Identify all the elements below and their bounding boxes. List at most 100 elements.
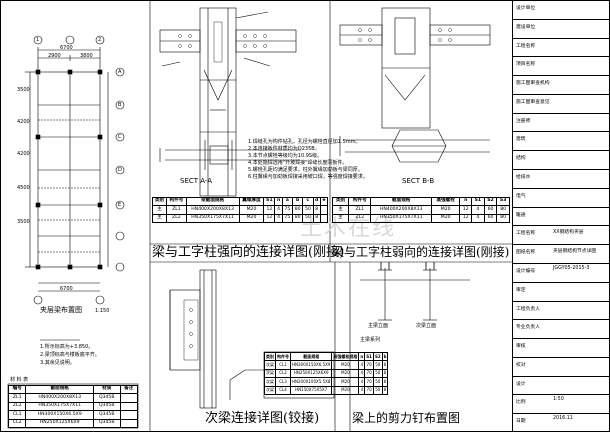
table-cell: 50 — [372, 368, 383, 379]
table-cell: 50 — [302, 205, 314, 215]
table-cell: ZL1 — [348, 205, 372, 215]
table-cell: ZL2 — [166, 213, 187, 224]
title-block-value: 2016.11 — [553, 416, 573, 422]
title-block-row: 工程负责人 — [513, 300, 610, 321]
header-cell: S1 — [364, 351, 374, 362]
title-block-label: 设计编号 — [516, 268, 536, 274]
table-row: 编号 截面规格 材质 备注 — [7, 384, 138, 395]
table-cell: 8 — [381, 385, 389, 395]
title-block-value: JGGY05-2015-3 — [553, 265, 590, 271]
table-cell: 4 — [471, 213, 485, 224]
table-cell: ZL2 — [7, 401, 27, 412]
table-row: ZL1 HN400X200X8X13 Q345B — [7, 393, 138, 403]
table-row: 主 ZL2 HN350X175X7X11 M20 12 4 75 80 50 8 — [151, 213, 329, 224]
title-block-value: 1:50 — [553, 397, 564, 403]
plan-side-3: 4200 — [17, 151, 30, 157]
title-block-row: 施工图审查机构 — [513, 75, 610, 95]
table-cell: 70 — [364, 377, 374, 387]
material-table-title: 材 料 表 — [10, 377, 29, 383]
table-cell: 次梁 — [264, 377, 276, 387]
header-cell: 构件号 — [348, 196, 372, 207]
title-block-label: 暖通 — [516, 212, 526, 218]
title-block-row: 设计 — [513, 375, 610, 396]
table-row: ZL2 HN350X175X7X11 Q345B — [7, 401, 138, 412]
table-cell: CL4 — [275, 385, 291, 395]
table-cell: 主 — [331, 205, 350, 215]
table-cell: CL1 — [7, 410, 27, 420]
shear-label-series: 主梁系列 — [360, 337, 381, 343]
table-cell: HN250X125X6X9 — [289, 368, 333, 379]
grid-bubble-a: A — [118, 69, 122, 75]
table-cell: 80 — [291, 213, 304, 224]
title-block-label: 施工图审查机构 — [516, 81, 550, 87]
header-cell: 备注 — [119, 384, 138, 395]
table-row: 类别 构件号 截面规格 高强螺栓 n S1 S2 S3 — [331, 196, 510, 207]
weak-axis-title: 梁与工字柱弱向的连接详图(刚接) — [332, 245, 510, 259]
title-block-row: 设计编号 — [513, 262, 610, 283]
table-cell: HN250X125X6X9 — [25, 418, 94, 428]
strong-axis-title: 梁与工字柱强向的连接详图(刚接) — [152, 245, 345, 260]
table-cell: CL2 — [7, 418, 27, 428]
plan-side-4: 4500 — [17, 185, 30, 191]
table-cell: Q345B — [92, 393, 121, 403]
table-cell: ZL1 — [166, 205, 187, 215]
table-row: 次梁 CL4 HN150X75X5X7 M20 4 70 50 8 — [264, 385, 389, 395]
title-block-label: 比例 — [516, 400, 526, 406]
header-cell: b — [291, 196, 304, 207]
material-table: 编号 截面规格 材质 备注 ZL1 HN400X200X8X13 Q345B Z… — [7, 384, 138, 428]
table-cell — [319, 213, 329, 224]
title-block-row: 给排水 — [513, 169, 610, 189]
header-cell: 截面规格 — [370, 196, 432, 207]
header-cell: S1 — [263, 196, 276, 207]
table-cell: 主 — [331, 213, 350, 224]
title-block-label: 电气 — [516, 193, 526, 199]
table-cell: 8 — [381, 377, 389, 387]
header-cell: 类别 — [151, 196, 168, 207]
title-block-label: 日期 — [516, 419, 526, 425]
table-cell: 80 — [496, 205, 510, 215]
title-block-row: 设计单位 — [513, 0, 610, 20]
table-cell: HN300X150X6.5X9 — [25, 410, 94, 420]
strong-connection-table: 类别 构件号 梁截面规格 翼缘厚度 S1 n a b c d e 主 ZL1 H… — [151, 196, 329, 224]
table-cell: 70 — [364, 360, 374, 370]
note-1: 1.焊缝孔为构件钻孔，孔径为螺栓直径加1.5mm。 — [248, 139, 361, 145]
header-cell: 编号 — [7, 384, 27, 395]
table-cell: HN350X175X7X11 — [370, 213, 432, 224]
table-cell: 80 — [496, 213, 510, 224]
table-cell: 8 — [312, 213, 321, 224]
plan-side-5: 3500 — [17, 219, 30, 225]
title-block-row: 建设单位 — [513, 18, 610, 39]
table-cell: 次梁 — [264, 368, 276, 379]
note-4: 4.本处施焊选用"开坡焊接"焊缝长度同板件。 — [248, 160, 348, 166]
table-cell: 12 — [263, 213, 276, 224]
table-cell: 次梁 — [264, 385, 276, 395]
secondary-beam-table: 类别 构件号 截面规格 高强螺栓规格 n S1 S2 b 次梁 CL1 HN30… — [264, 351, 389, 395]
header-cell: 构件号 — [166, 196, 187, 207]
header-cell: n — [459, 196, 473, 207]
title-block-label: 图纸名称 — [516, 250, 536, 256]
table-cell: 12 — [459, 205, 473, 215]
table-cell: M20 — [331, 360, 360, 370]
header-cell: d — [312, 196, 321, 207]
table-cell: 8 — [312, 205, 321, 215]
grid-bubble-e: E — [118, 202, 122, 208]
table-cell: 主 — [151, 205, 168, 215]
title-block-label: 工程名称 — [516, 43, 536, 49]
title-block-row: 暖通 — [513, 206, 610, 227]
plan-note-3: 3.其余见说明。 — [40, 360, 75, 366]
table-cell: ZL2 — [348, 213, 372, 224]
table-cell: CL2 — [275, 368, 291, 379]
header-cell: 高强螺栓 — [430, 196, 461, 207]
table-cell: HN400X200X8X13 — [370, 205, 432, 215]
table-cell: CL3 — [275, 377, 291, 387]
table-cell: ZL1 — [7, 393, 27, 403]
table-cell: 8 — [381, 360, 389, 370]
title-block-label: 结构 — [516, 156, 526, 162]
title-block-row: 结构 — [513, 150, 610, 170]
table-cell: 75 — [281, 213, 293, 224]
table-cell: 60 — [483, 213, 498, 224]
table-cell — [319, 205, 329, 215]
title-block: 设计单位建设单位工程名称项目名称施工图审查机构施工图审查意见注册师建筑结构给排水… — [512, 0, 610, 432]
secondary-beam-title: 次梁连接详图(铰接) — [205, 411, 320, 426]
